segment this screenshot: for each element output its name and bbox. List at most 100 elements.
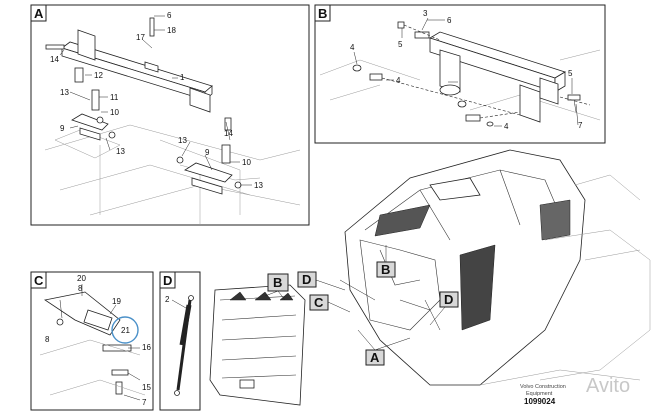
right-mount-plate	[184, 162, 233, 183]
c-bolt	[115, 381, 123, 395]
panel-b-tag-box	[314, 4, 331, 22]
grille-top-vents	[229, 291, 294, 301]
panel-a-label: A	[34, 6, 44, 21]
callout-b-6: 6	[447, 16, 452, 25]
b-bushing-top	[414, 31, 430, 39]
panel-c-leaders	[59, 284, 141, 401]
callout-b-4-low: 4	[504, 122, 509, 131]
callout-c-15: 15	[142, 383, 151, 392]
callout-a-10-left: 10	[110, 108, 119, 117]
panel-c-frame	[30, 271, 154, 411]
left-mount-plate	[71, 113, 109, 131]
panel-d: D 2	[159, 271, 201, 411]
strut-leaders	[339, 279, 441, 331]
callout-b-5-top: 5	[398, 40, 403, 49]
b-assembly-lines	[381, 24, 591, 119]
right-bracket	[189, 87, 211, 113]
rear-vent	[539, 199, 571, 241]
panel-d-leader	[171, 299, 187, 309]
ref-a-leaders	[357, 329, 411, 351]
grille-panel: B	[209, 273, 306, 406]
c-spacer	[111, 369, 129, 376]
callout-b-4-mid: 4	[396, 76, 401, 85]
ref-d2: D	[444, 292, 453, 307]
side-grille	[459, 244, 496, 331]
panel-d-tag-box	[159, 271, 176, 289]
grille-outline	[209, 284, 306, 406]
callout-a-13-lower: 13	[116, 147, 125, 156]
grille-latch	[239, 379, 255, 389]
center-clip	[144, 61, 159, 73]
left-bolt-body	[74, 67, 84, 83]
side-bolt	[45, 44, 65, 50]
ref-b: B	[381, 262, 390, 277]
callout-a-6: 6	[167, 11, 172, 20]
panel-a-ghost-frame	[44, 124, 301, 225]
panel-b-ghost	[319, 49, 601, 121]
grille-tag-b: B	[273, 275, 282, 290]
callout-b-4-left: 4	[350, 43, 355, 52]
grille-tag-leaders	[264, 290, 286, 301]
b-left-post-base	[439, 84, 461, 96]
ref-a: A	[370, 350, 380, 365]
left-mount-block	[79, 127, 101, 141]
ref-d1: D	[302, 272, 311, 287]
callout-a-14-right: 14	[224, 129, 233, 138]
callout-c-8: 8	[78, 284, 83, 293]
left-washer	[96, 116, 104, 124]
callout-a-1: 1	[180, 73, 185, 82]
caption-line-1: Volvo Construction	[520, 384, 566, 390]
ref-d1-leader	[315, 279, 346, 291]
hood-top-hatch	[429, 177, 481, 201]
top-bolt	[149, 17, 155, 37]
callout-c-16: 16	[142, 343, 151, 352]
left-spacer	[91, 89, 100, 111]
figure-id: 1099024	[524, 397, 556, 406]
ref-d2-leader	[429, 306, 446, 326]
b-right-bracket	[539, 77, 559, 105]
callout-a-13-far: 13	[254, 181, 263, 190]
left-bracket	[77, 29, 96, 61]
ref-c: C	[314, 295, 324, 310]
callout-a-13-right: 13	[178, 136, 187, 145]
c-hinge-block	[83, 309, 113, 331]
c-highlight-circle	[111, 316, 139, 344]
b-right-post	[519, 84, 541, 123]
callout-a-10-right: 10	[242, 158, 251, 167]
b-washer-low	[486, 121, 494, 127]
b-bolt-right	[567, 94, 581, 101]
callout-b-3: 3	[423, 9, 428, 18]
callout-a-12: 12	[94, 71, 103, 80]
b-sleeve-mid	[465, 114, 481, 122]
panel-c: C 20 8 19 21 16 15 7 8	[30, 271, 154, 411]
panel-b-frame	[314, 4, 606, 144]
callout-c-20: 20	[77, 274, 86, 283]
callout-d-2: 2	[165, 295, 170, 304]
caption-line-2: Equipment	[526, 391, 553, 397]
panel-b-leaders	[353, 17, 579, 127]
callout-a-14: 14	[50, 55, 59, 64]
main-view: B D C D A Volvo Construction Equipment 1…	[297, 149, 651, 406]
callout-c-8-lower: 8	[45, 335, 50, 344]
c-washer	[56, 318, 64, 326]
panel-c-ghost	[39, 339, 146, 396]
right-washer	[176, 156, 184, 164]
b-left-post	[439, 49, 461, 93]
b-nut-top	[397, 21, 405, 29]
panel-a: A 6 18 17 14 12 1	[30, 4, 310, 226]
hood-contours	[364, 169, 561, 241]
body-side-ghost	[479, 229, 651, 386]
callout-a-17: 17	[136, 33, 145, 42]
panel-a-tag-box	[30, 4, 47, 22]
callout-a-13-left: 13	[60, 88, 69, 97]
panel-a-frame	[30, 4, 310, 226]
b-washer-left	[352, 64, 362, 72]
panel-d-label: D	[163, 273, 172, 288]
left-nut	[108, 131, 116, 139]
ref-c-leader	[327, 301, 351, 313]
b-washer-mid	[457, 100, 467, 108]
panel-b-label: B	[318, 6, 327, 21]
callout-a-18: 18	[167, 26, 176, 35]
panel-c-label: C	[34, 273, 44, 288]
